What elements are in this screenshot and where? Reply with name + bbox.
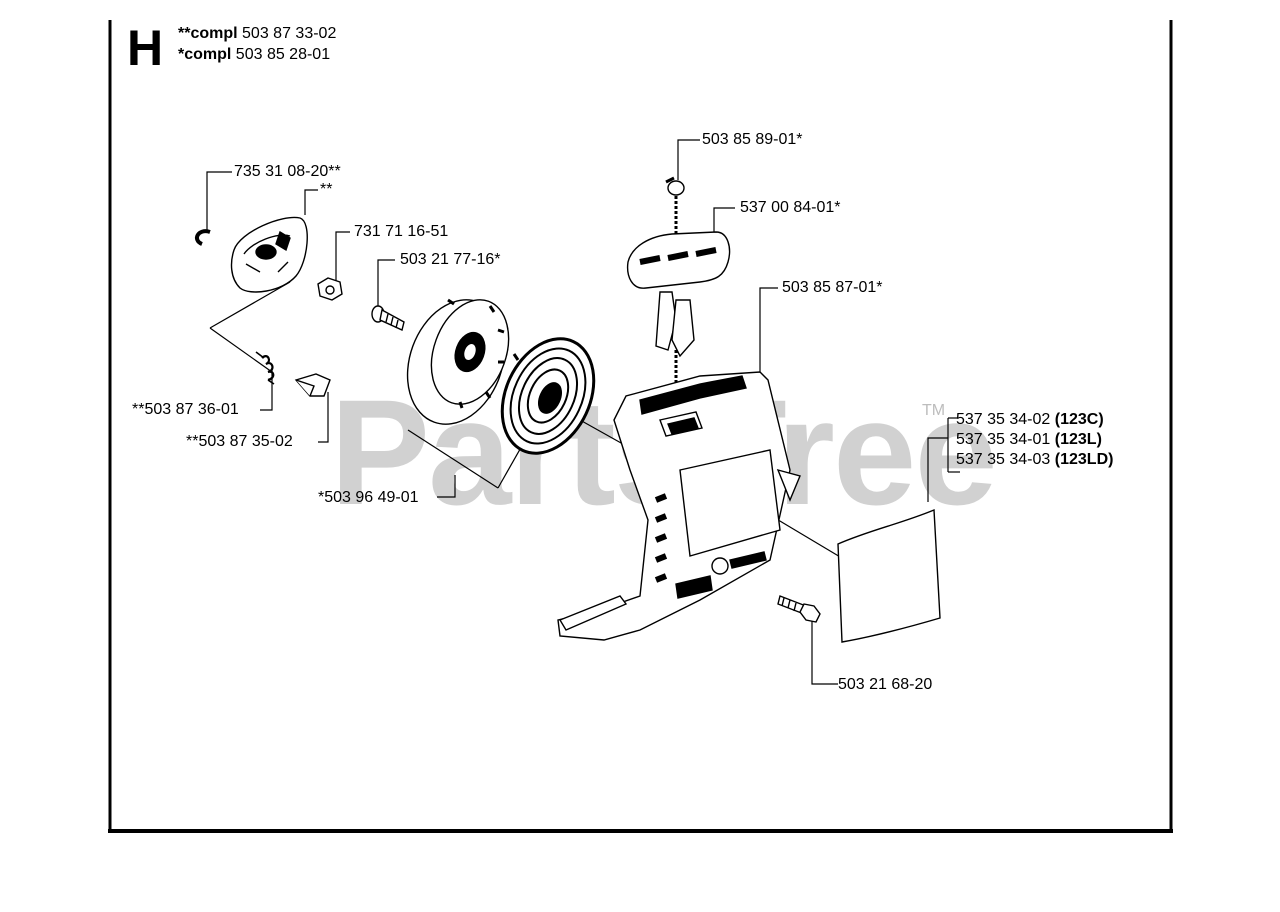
assembly-prefix: *compl <box>178 46 232 63</box>
decal-part-number: 537 35 34-03 <box>956 451 1051 468</box>
decal-part-number: 537 35 34-01 <box>956 431 1051 448</box>
part-label[interactable]: 735 31 08-20** <box>234 163 341 180</box>
part-label[interactable]: ** <box>320 181 333 198</box>
bolt-part <box>777 595 821 623</box>
part-label[interactable]: **503 87 36-01 <box>132 401 239 418</box>
decal-part-number: 537 35 34-02 <box>956 411 1051 428</box>
decal-model: (123C) <box>1054 411 1104 428</box>
nut-part <box>317 277 343 301</box>
recoil-spring-part <box>500 337 596 455</box>
pulley-part <box>406 298 510 425</box>
screw-part <box>371 305 405 331</box>
part-label[interactable]: 503 21 68-20 <box>838 676 933 693</box>
cord-knot-part <box>665 176 685 196</box>
decal-model: (123L) <box>1054 431 1102 448</box>
section-letter: H <box>127 20 164 76</box>
pawl-carrier-part <box>230 216 308 293</box>
decal-label[interactable]: 537 35 34-02 (123C) <box>956 410 1104 430</box>
assembly-prefix: **compl <box>178 25 238 42</box>
part-label[interactable]: 503 85 89-01* <box>702 131 803 148</box>
assembly-line-2: *compl 503 85 28-01 <box>178 45 330 65</box>
decal-part <box>837 508 941 643</box>
pawl-part <box>294 373 331 397</box>
decal-label[interactable]: 537 35 34-01 (123L) <box>956 430 1102 450</box>
part-label[interactable]: 731 71 16-51 <box>354 223 449 240</box>
watermark-tm: TM <box>922 402 946 419</box>
decal-label[interactable]: 537 35 34-03 (123LD) <box>956 450 1113 470</box>
part-label[interactable]: 503 85 87-01* <box>782 279 883 296</box>
part-label[interactable]: **503 87 35-02 <box>186 433 293 450</box>
starter-handle-part <box>626 231 731 358</box>
part-label[interactable]: 537 00 84-01* <box>740 199 841 216</box>
decal-model: (123LD) <box>1054 451 1114 468</box>
part-label[interactable]: *503 96 49-01 <box>318 489 419 506</box>
part-label[interactable]: 503 21 77-16* <box>400 251 501 268</box>
assembly-part: 503 85 28-01 <box>235 46 331 63</box>
small-spring-part <box>255 351 275 385</box>
starter-housing-part <box>557 371 801 641</box>
assembly-part: 503 87 33-02 <box>242 25 337 42</box>
clip-ring-part <box>194 229 211 246</box>
assembly-line-1: **compl 503 87 33-02 <box>178 24 336 44</box>
